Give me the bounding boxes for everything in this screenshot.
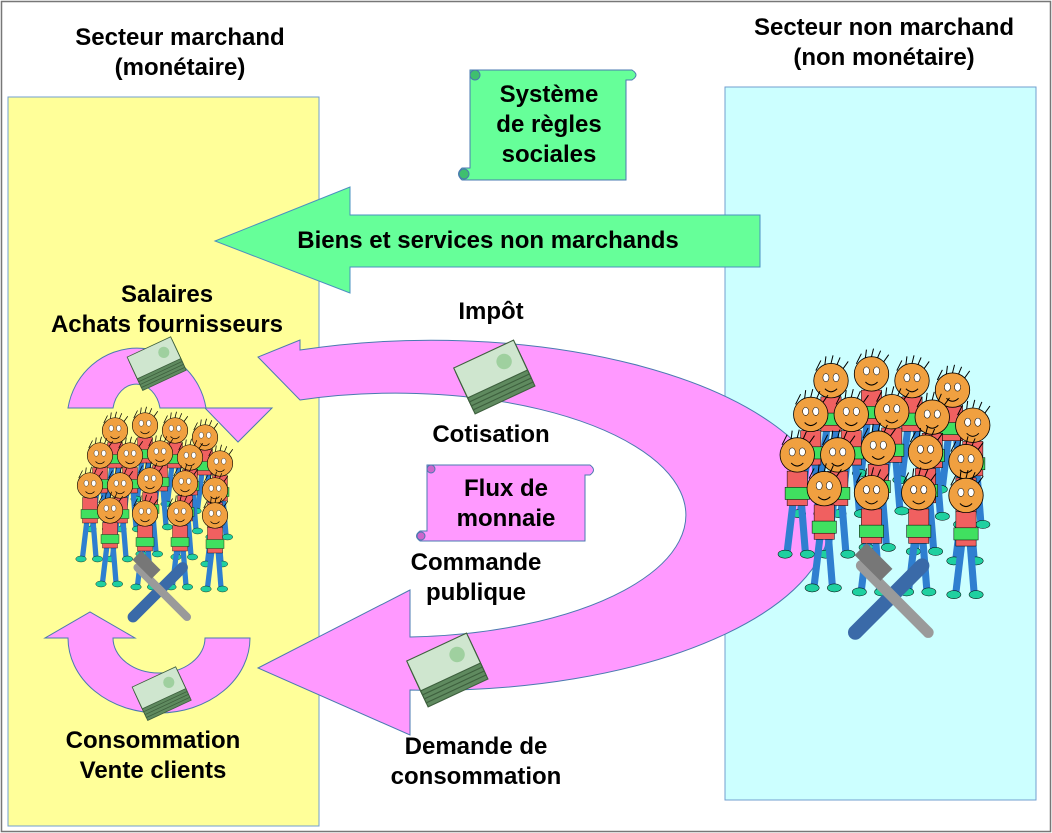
money-stack-icon — [405, 632, 489, 708]
demand-label: Demande de consommation — [391, 732, 562, 792]
scroll-line: sociales — [501, 141, 597, 168]
wages-cycle-arrow — [67, 347, 274, 443]
label-line: consommation — [390, 763, 562, 790]
rules-scroll-text: Système de règles sociales — [496, 80, 601, 170]
tax-label: Impôt — [458, 298, 524, 325]
money-scroll-text: Flux de monnaie — [457, 474, 556, 534]
scroll-line: monnaie — [456, 505, 556, 532]
market-sector-title: Secteur marchand (monétaire) — [75, 23, 284, 83]
services-arrow-label: Biens et services non marchands — [297, 227, 679, 254]
person-icon — [899, 467, 937, 597]
money-stack-icon — [452, 339, 536, 415]
title-line: Secteur marchand — [75, 24, 285, 51]
person-icon — [777, 429, 815, 559]
consumption-label: Consommation Vente clients — [66, 726, 241, 786]
public-order-label: Commande publique — [411, 548, 542, 608]
label-line: publique — [426, 579, 526, 606]
label-line: Demande de — [404, 733, 548, 760]
person-icon — [75, 466, 104, 563]
rules-scroll — [458, 69, 637, 181]
person-icon — [946, 469, 984, 599]
person-icon — [804, 463, 842, 593]
title-line: (non monétaire) — [793, 44, 975, 71]
non-market-sector-title: Secteur non marchand (non monétaire) — [754, 13, 1014, 73]
title-line: Secteur non marchand — [753, 14, 1015, 41]
scroll-line: Flux de — [463, 475, 548, 502]
label-line: Salaires — [120, 281, 214, 308]
person-icon — [95, 491, 124, 588]
label-line: Vente clients — [79, 757, 227, 784]
contribution-label: Cotisation — [432, 421, 550, 448]
consumption-cycle-arrow — [43, 611, 251, 714]
money-scroll — [416, 464, 594, 542]
money-stack-icon — [131, 666, 192, 721]
tools-icon — [127, 550, 192, 623]
title-line: (monétaire) — [114, 54, 246, 81]
non-market-crowd — [777, 348, 991, 640]
label-line: Consommation — [65, 727, 241, 754]
money-stack-icon — [126, 336, 187, 391]
scroll-line: de règles — [496, 111, 602, 138]
label-line: Commande — [410, 549, 542, 576]
tools-icon — [848, 543, 934, 640]
person-icon — [200, 496, 229, 593]
market-crowd — [75, 406, 234, 623]
services-arrow — [213, 186, 761, 294]
label-line: Achats fournisseurs — [50, 311, 284, 338]
scroll-line: Système — [499, 81, 599, 108]
wages-label: Salaires Achats fournisseurs — [51, 280, 283, 340]
